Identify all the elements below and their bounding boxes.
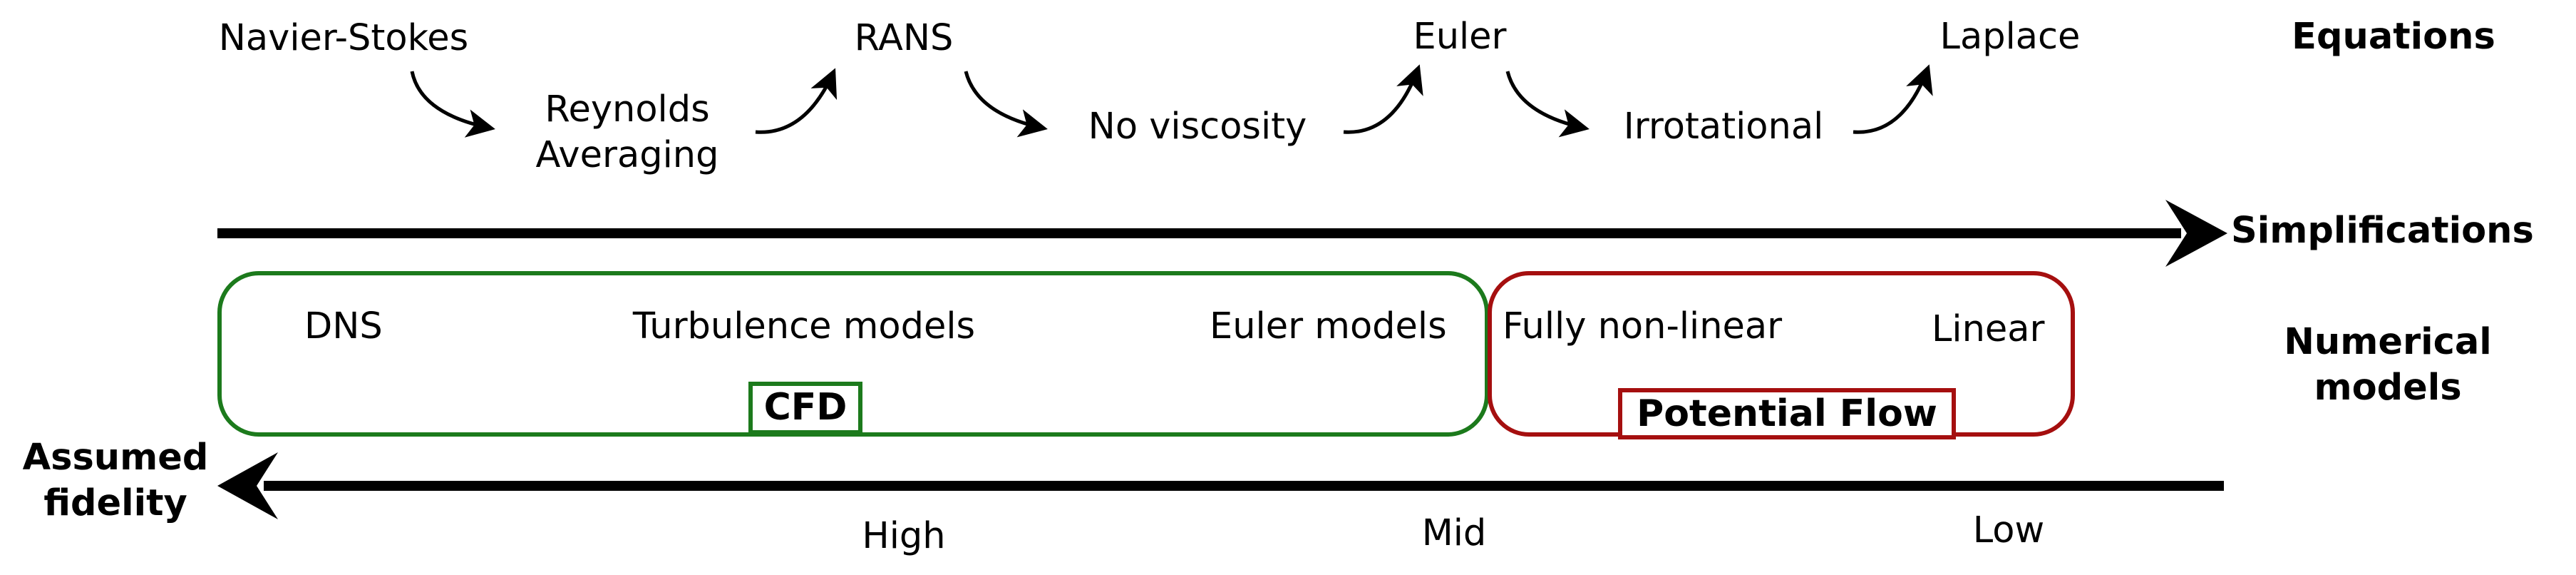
- curved-arrow-4: [1343, 64, 1423, 134]
- model-linear: Linear: [1932, 308, 2045, 350]
- fidelity-arrow-head: [217, 452, 278, 519]
- curved-arrow-1: [410, 71, 495, 138]
- equation-laplace: Laplace: [1939, 16, 2081, 58]
- model-fully-non-linear: Fully non-linear: [1503, 305, 1783, 347]
- curved-arrow-6: [1853, 64, 1933, 134]
- simplifications-arrow-head: [2165, 200, 2227, 267]
- cfd-label: CFD: [748, 382, 862, 434]
- equation-navier-stokes: Navier-Stokes: [218, 17, 469, 59]
- equations-heading: Equations: [2292, 16, 2495, 58]
- equation-irrotational: Irrotational: [1623, 106, 1824, 148]
- equation-reynolds-averaging: Reynolds Averaging: [535, 88, 719, 176]
- numerical-models-heading: Numerical models: [2284, 321, 2492, 409]
- equation-no-viscosity: No viscosity: [1088, 106, 1307, 148]
- fidelity-low: Low: [1972, 509, 2045, 551]
- model-turbulence-models: Turbulence models: [632, 305, 976, 347]
- fidelity-mid: Mid: [1421, 512, 1487, 554]
- equation-rans: RANS: [854, 17, 954, 59]
- curved-arrow-2: [755, 68, 838, 134]
- model-dns: DNS: [304, 305, 383, 347]
- curved-arrow-5: [1505, 71, 1590, 138]
- simplifications-label: Simplifications: [2231, 210, 2534, 252]
- equation-euler: Euler: [1413, 16, 1507, 58]
- potential-flow-label: Potential Flow: [1618, 388, 1956, 439]
- assumed-fidelity-label: Assumed fidelity: [22, 437, 209, 524]
- model-euler-models: Euler models: [1210, 305, 1447, 347]
- cfd-group-box: [217, 271, 1489, 437]
- curved-arrow-3: [964, 71, 1048, 138]
- fidelity-high: High: [862, 515, 946, 557]
